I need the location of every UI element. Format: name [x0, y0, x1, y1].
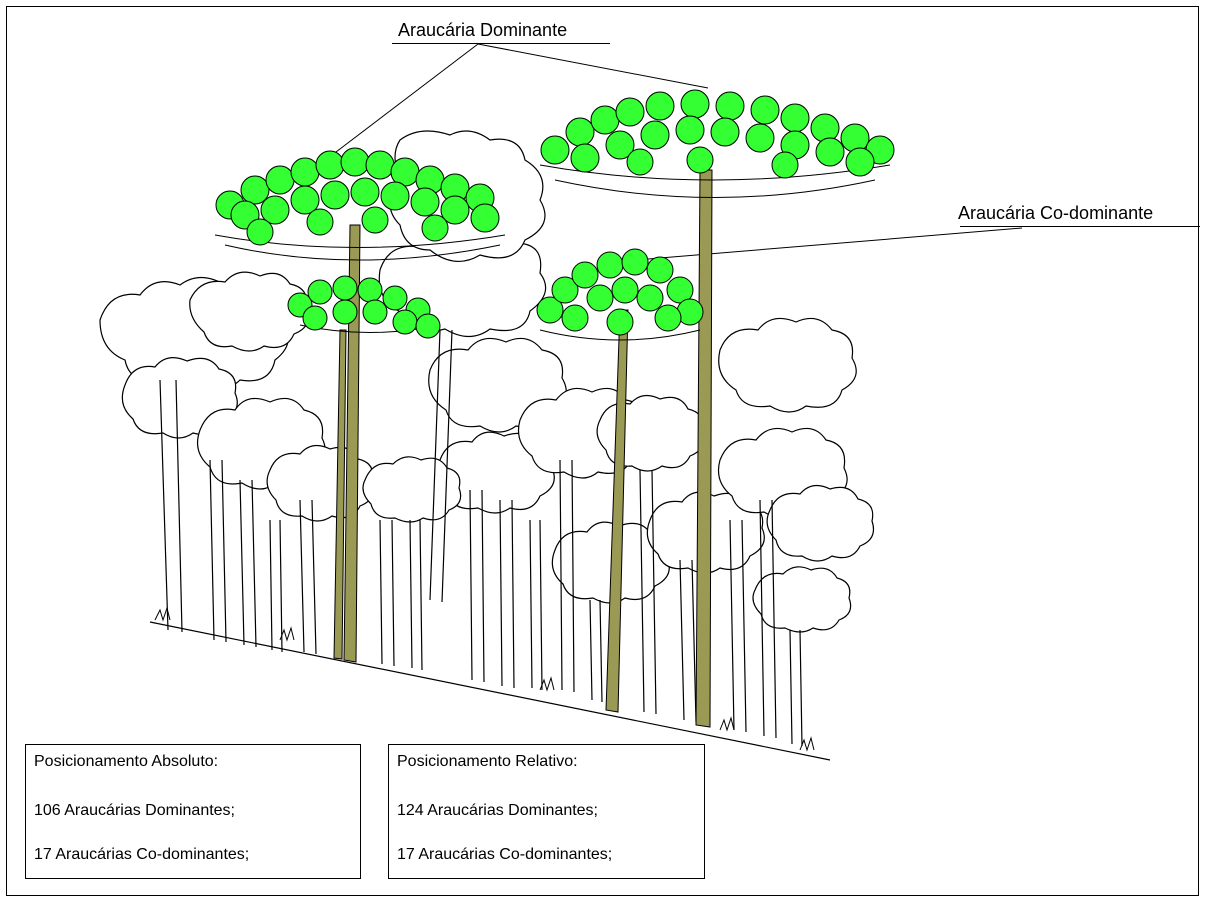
relative-title: Posicionamento Relativo:: [397, 753, 578, 771]
label-araucaria-dominante: Araucária Dominante: [398, 20, 567, 41]
absolute-dominant-count: 106 Araucárias Dominantes;: [34, 802, 235, 820]
leader-line-dominant-right: [478, 44, 708, 88]
relative-positioning-box: Posicionamento Relativo: 124 Araucárias …: [388, 744, 705, 879]
relative-codominant-count: 17 Araucárias Co-dominantes;: [397, 846, 612, 864]
crown-dominant-right: [541, 90, 894, 178]
trunk-codominant: [606, 310, 628, 712]
underline-dominante: [392, 43, 610, 44]
ground-line: [150, 622, 830, 760]
absolute-codominant-count: 17 Araucárias Co-dominantes;: [34, 846, 249, 864]
crown-codominant: [537, 249, 703, 335]
absolute-positioning-box: Posicionamento Absoluto: 106 Araucárias …: [25, 744, 361, 879]
relative-dominant-count: 124 Araucárias Dominantes;: [397, 802, 598, 820]
absolute-title: Posicionamento Absoluto:: [34, 753, 218, 771]
trunk-dominant-right: [696, 170, 712, 727]
araucaria-crowns: [216, 90, 894, 338]
label-araucaria-codominante: Araucária Co-dominante: [958, 203, 1153, 224]
underline-codominante: [960, 226, 1200, 227]
